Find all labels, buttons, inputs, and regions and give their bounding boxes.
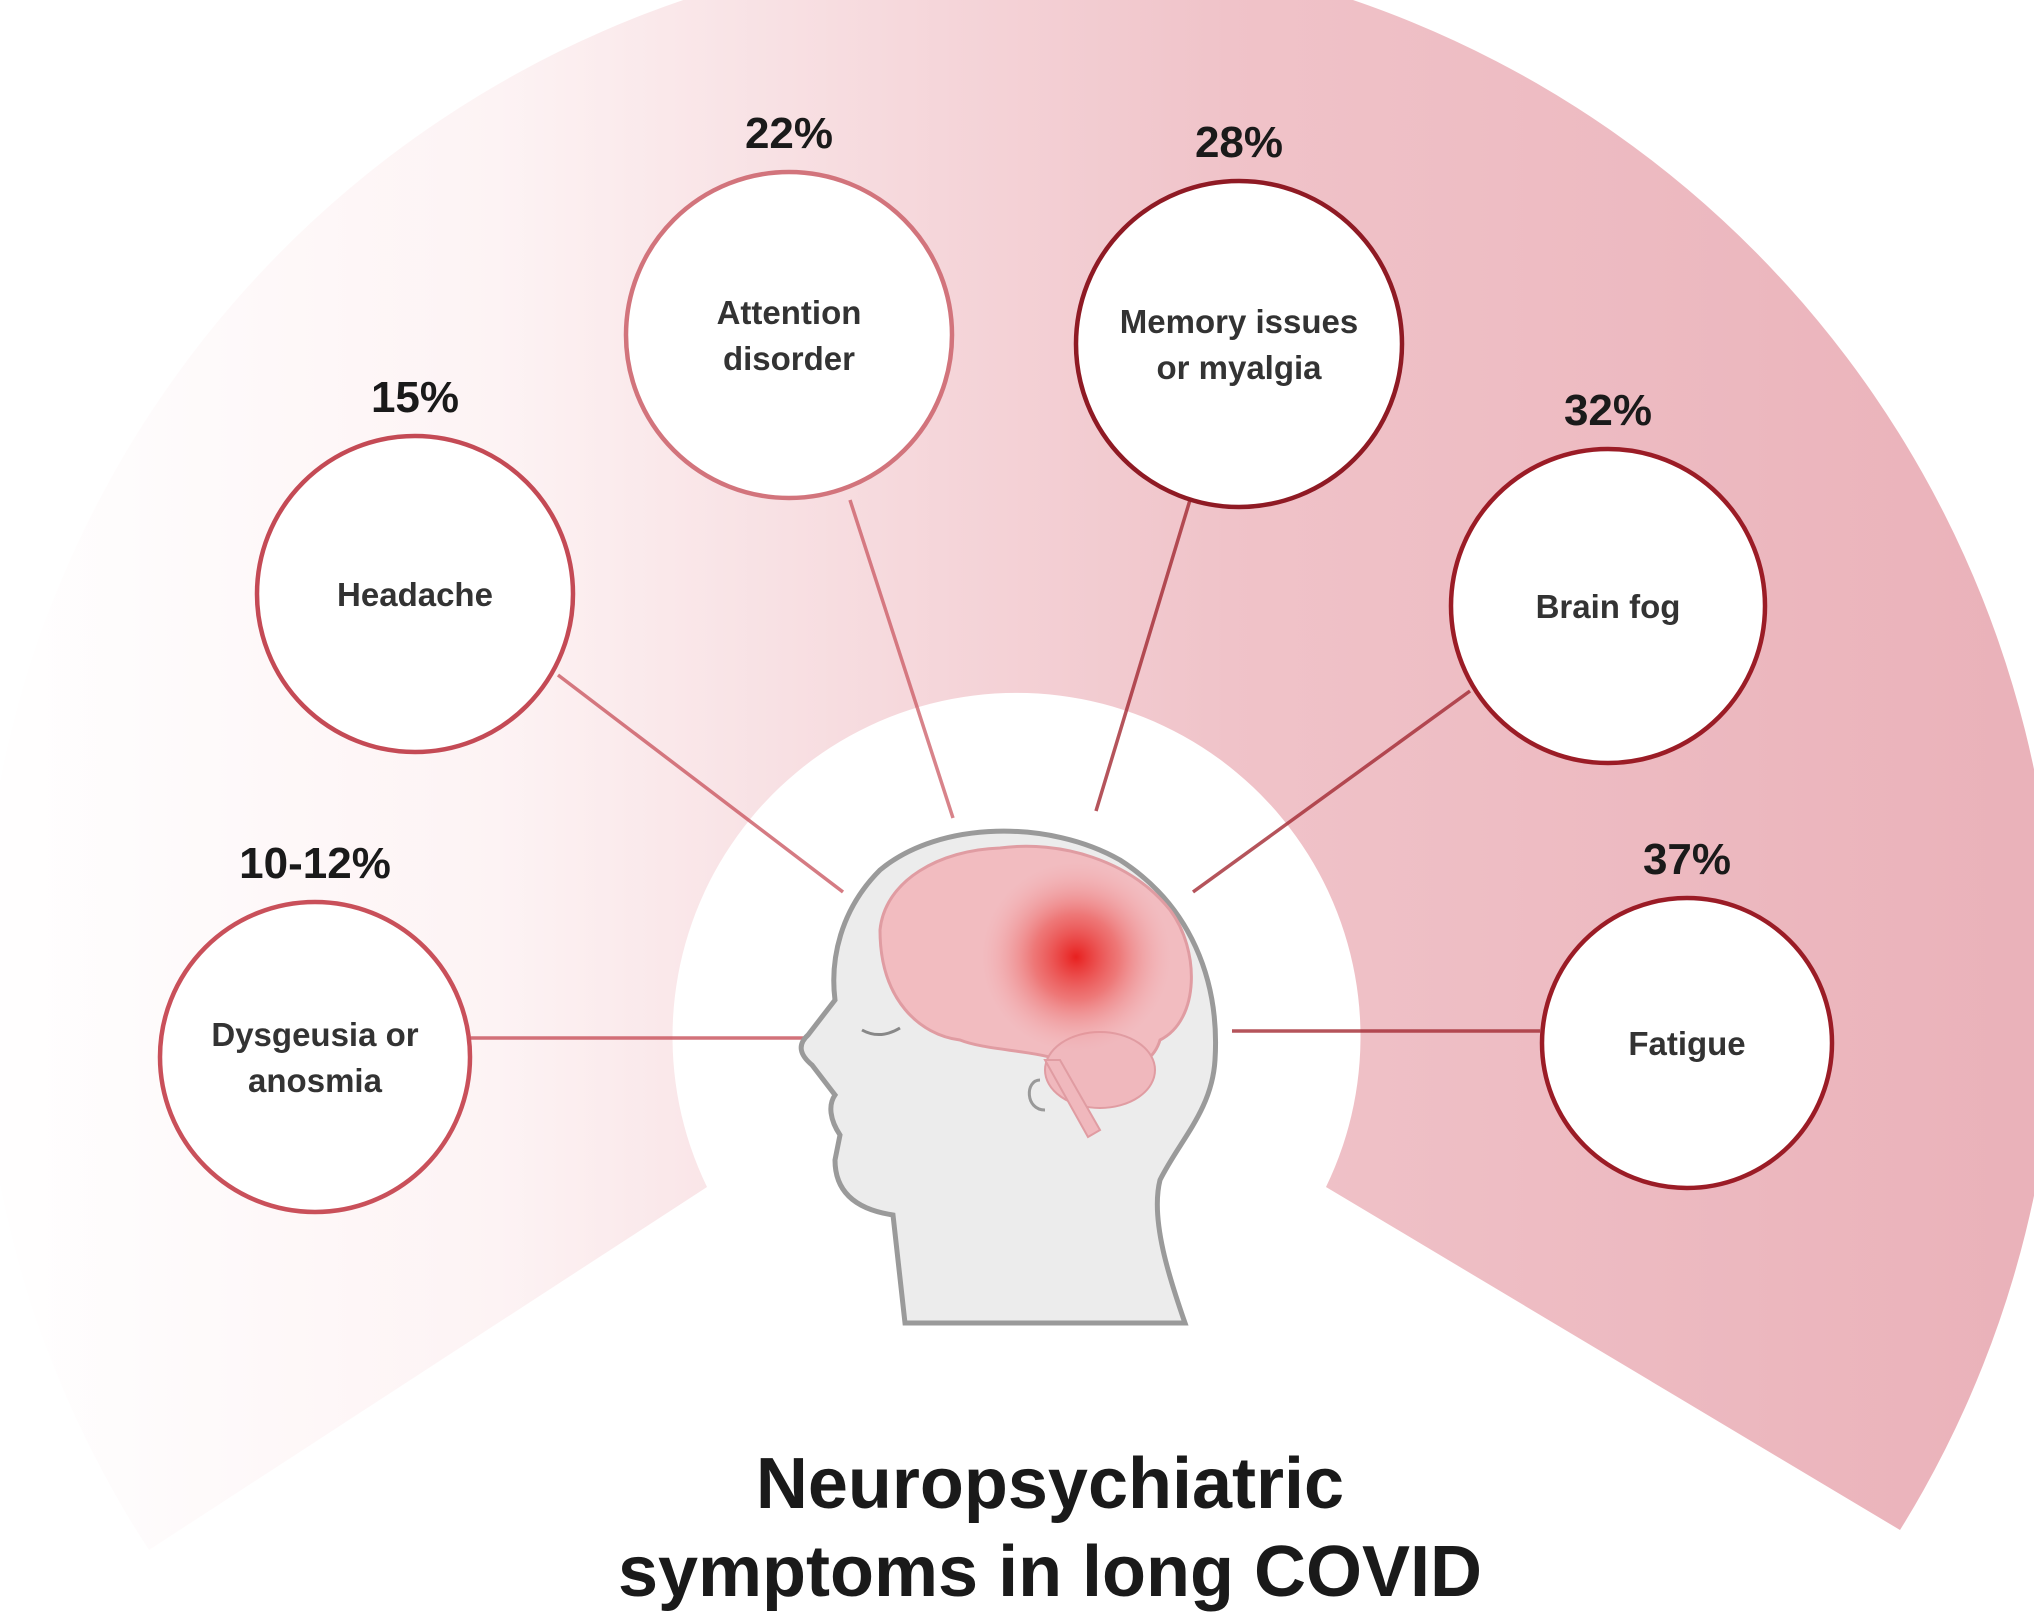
connector-headache [556, 673, 845, 894]
symptom-memory: 28% Memory issues or myalgia [1073, 118, 1405, 510]
symptom-headache: 15% Headache [254, 373, 576, 755]
brainstem [1043, 1059, 1102, 1139]
symptom-brainfog: 32% Brain fog [1448, 386, 1768, 766]
symptom-dysgeusia: 10-12% Dysgeusia or anosmia [157, 839, 473, 1215]
symptom-percent: 32% [1564, 386, 1652, 435]
symptom-circle [1539, 895, 1835, 1191]
title-line-2: symptoms in long COVID [618, 1532, 1482, 1612]
head-illustration [798, 828, 1219, 1326]
symptom-label: disorder [723, 340, 855, 377]
connector-brainfog [1191, 689, 1472, 894]
symptom-label: anosmia [248, 1062, 383, 1099]
symptom-label: Dysgeusia or [211, 1016, 418, 1053]
symptom-circle [1448, 446, 1768, 766]
symptom-circle [623, 169, 955, 501]
symptom-fatigue: 37% Fatigue [1539, 835, 1835, 1191]
connector-memory [1094, 499, 1192, 812]
symptom-label: or myalgia [1156, 349, 1322, 386]
symptom-label: Attention [717, 294, 862, 331]
title-line-1: Neuropsychiatric [756, 1444, 1344, 1524]
symptom-percent: 15% [371, 373, 459, 422]
symptom-percent: 22% [745, 109, 833, 158]
symptom-percent: 28% [1195, 118, 1283, 167]
symptom-circle [1073, 178, 1405, 510]
symptom-label: Memory issues [1120, 303, 1358, 340]
symptom-attention: 22% Attention disorder [623, 109, 955, 501]
symptom-label: Fatigue [1628, 1025, 1745, 1062]
symptom-percent: 37% [1643, 835, 1731, 884]
ear [1027, 1078, 1046, 1112]
symptom-percent: 10-12% [239, 839, 391, 888]
symptom-label: Brain fog [1536, 588, 1681, 625]
symptom-circle [254, 433, 576, 755]
closed-eye [861, 1026, 901, 1036]
pain-glow [981, 862, 1171, 1052]
connector-lines [471, 499, 1540, 1040]
fan-background [0, 0, 2034, 1550]
connector-attention [848, 499, 955, 819]
symptom-circle [157, 899, 473, 1215]
symptom-label: Headache [337, 576, 493, 613]
